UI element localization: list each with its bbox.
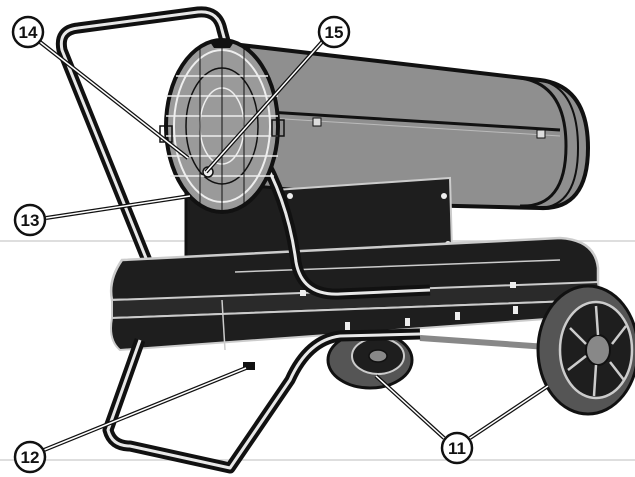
leader-line-13 <box>45 194 191 220</box>
leader-line-11b <box>468 384 550 440</box>
leader-line-12 <box>43 366 247 452</box>
callout-11: 11 <box>440 431 474 465</box>
callout-15-label: 15 <box>325 23 344 42</box>
leader-line-11a <box>374 374 446 440</box>
callout-14: 14 <box>11 15 45 49</box>
callout-15: 15 <box>317 15 351 49</box>
leader-line-14 <box>38 40 190 160</box>
front-wheel <box>536 284 635 416</box>
front-grille <box>159 38 285 214</box>
callout-13: 13 <box>13 203 47 237</box>
callout-14-label: 14 <box>19 23 38 42</box>
callout-13-label: 13 <box>21 211 40 230</box>
frame-foot <box>243 362 255 370</box>
callout-12: 12 <box>13 440 47 474</box>
callout-12-label: 12 <box>21 448 40 467</box>
leader-line-15 <box>204 40 324 174</box>
leader-lines <box>38 40 550 452</box>
fuel-tank <box>109 236 602 352</box>
callout-11-label: 11 <box>448 439 466 458</box>
